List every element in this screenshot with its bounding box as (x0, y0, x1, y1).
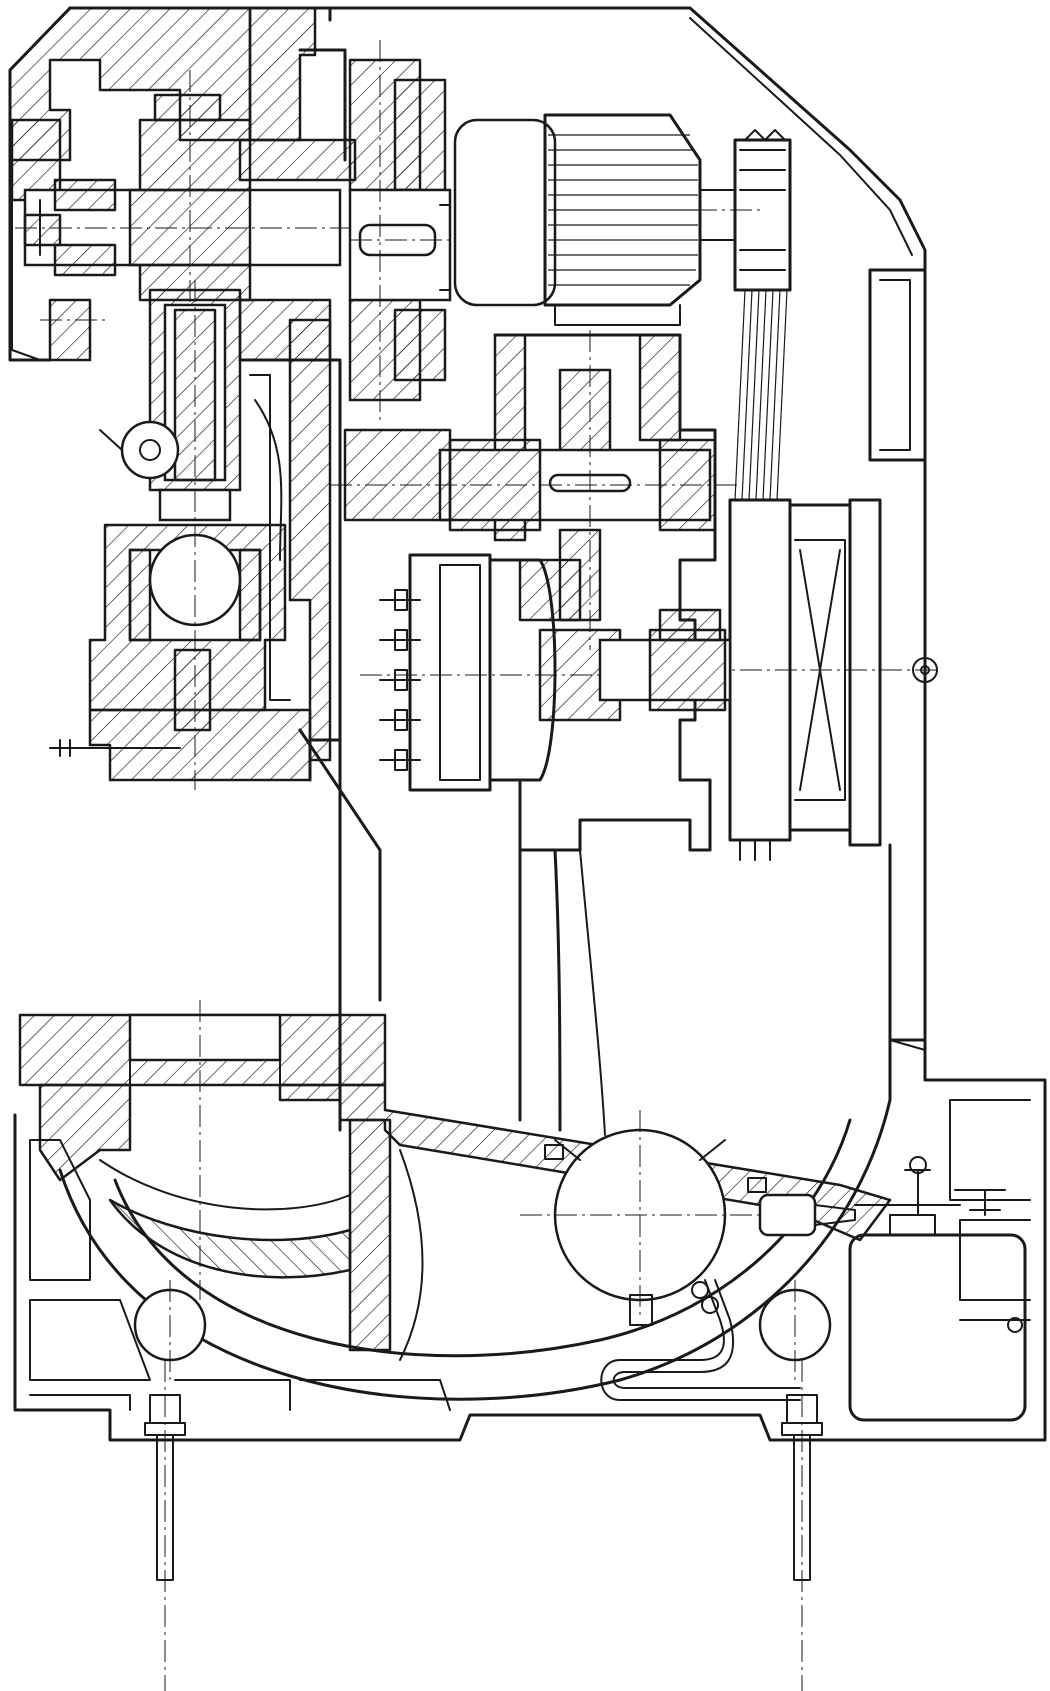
ball-joint-housing (49, 488, 312, 790)
v-belt-drive (600, 129, 940, 861)
clutch-disc-pack (360, 553, 732, 792)
coolant-piping (600, 1279, 801, 1401)
connecting-rod (99, 280, 242, 500)
base-casting (13, 1078, 1047, 1442)
central-frame-column (238, 48, 382, 1132)
air-receiver (520, 1110, 856, 1326)
v-belts (734, 289, 788, 501)
foundation-bolt-right (781, 1360, 823, 1691)
intermediate-gear (348, 40, 460, 420)
lower-frame-link (518, 843, 892, 1136)
valve-handwheel (854, 1156, 1006, 1216)
foundation-bolt-left (144, 1360, 186, 1691)
coolant-tank (848, 1214, 1027, 1422)
left-gear-shaft (15, 70, 360, 321)
electric-motor (453, 113, 760, 326)
motor-cooling-fins (548, 134, 698, 286)
